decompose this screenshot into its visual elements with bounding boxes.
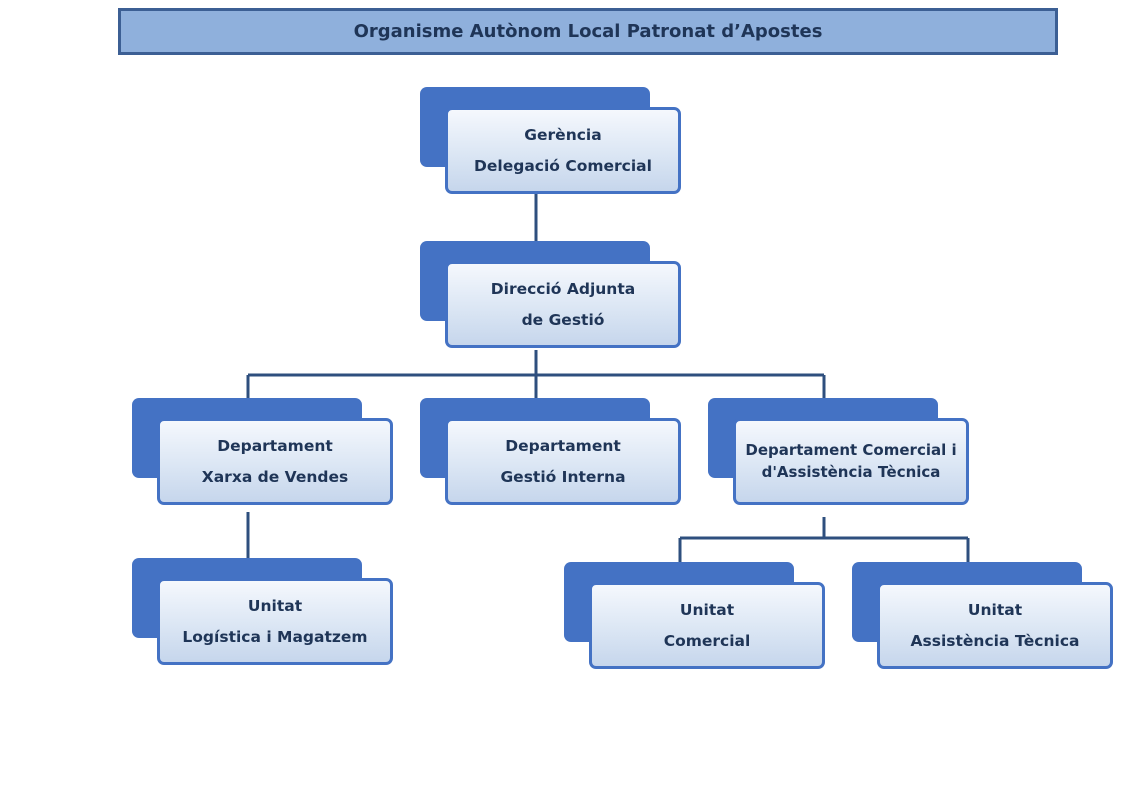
node-unitat-assistencia-tecnica: Unitat Assistència Tècnica [852,562,1113,669]
node-line1: Unitat [247,597,303,616]
node-box: Departament Comercial i d'Assistència Tè… [733,418,969,505]
node-box: Direcció Adjunta de Gestió [445,261,681,348]
node-departament-gestio-interna: Departament Gestió Interna [420,398,681,505]
node-box: Unitat Assistència Tècnica [877,582,1113,669]
node-line1: Departament [505,437,621,456]
node-unitat-logistica: Unitat Logística i Magatzem [132,558,393,665]
node-box: Gerència Delegació Comercial [445,107,681,194]
node-departament-xarxa-vendes: Departament Xarxa de Vendes [132,398,393,505]
node-box: Departament Xarxa de Vendes [157,418,393,505]
node-line1: Gerència [524,126,602,145]
node-direccio-adjunta: Direcció Adjunta de Gestió [420,241,681,348]
node-line2: Gestió Interna [500,467,626,486]
node-box: Departament Gestió Interna [445,418,681,505]
node-line2: Xarxa de Vendes [201,467,349,486]
node-unitat-comercial: Unitat Comercial [564,562,825,669]
node-line2: Logística i Magatzem [182,627,368,646]
node-box: Unitat Comercial [589,582,825,669]
chart-title: Organisme Autònom Local Patronat d’Apost… [118,8,1058,55]
node-line2: Comercial [663,631,751,650]
node-line2: Assistència Tècnica [910,631,1080,650]
node-line1: Departament Comercial i [745,440,957,459]
node-departament-comercial-assistencia: Departament Comercial i d'Assistència Tè… [708,398,969,505]
node-line2: Delegació Comercial [474,156,652,175]
node-line2: de Gestió [521,310,605,329]
node-gerencia: Gerència Delegació Comercial [420,87,681,194]
node-line1: Departament [217,437,333,456]
node-line2: d'Assistència Tècnica [761,462,941,481]
node-line1: Unitat [967,601,1023,620]
node-line1: Direcció Adjunta [490,280,636,299]
node-box: Unitat Logística i Magatzem [157,578,393,665]
node-line1: Unitat [679,601,735,620]
chart-title-text: Organisme Autònom Local Patronat d’Apost… [353,21,823,42]
